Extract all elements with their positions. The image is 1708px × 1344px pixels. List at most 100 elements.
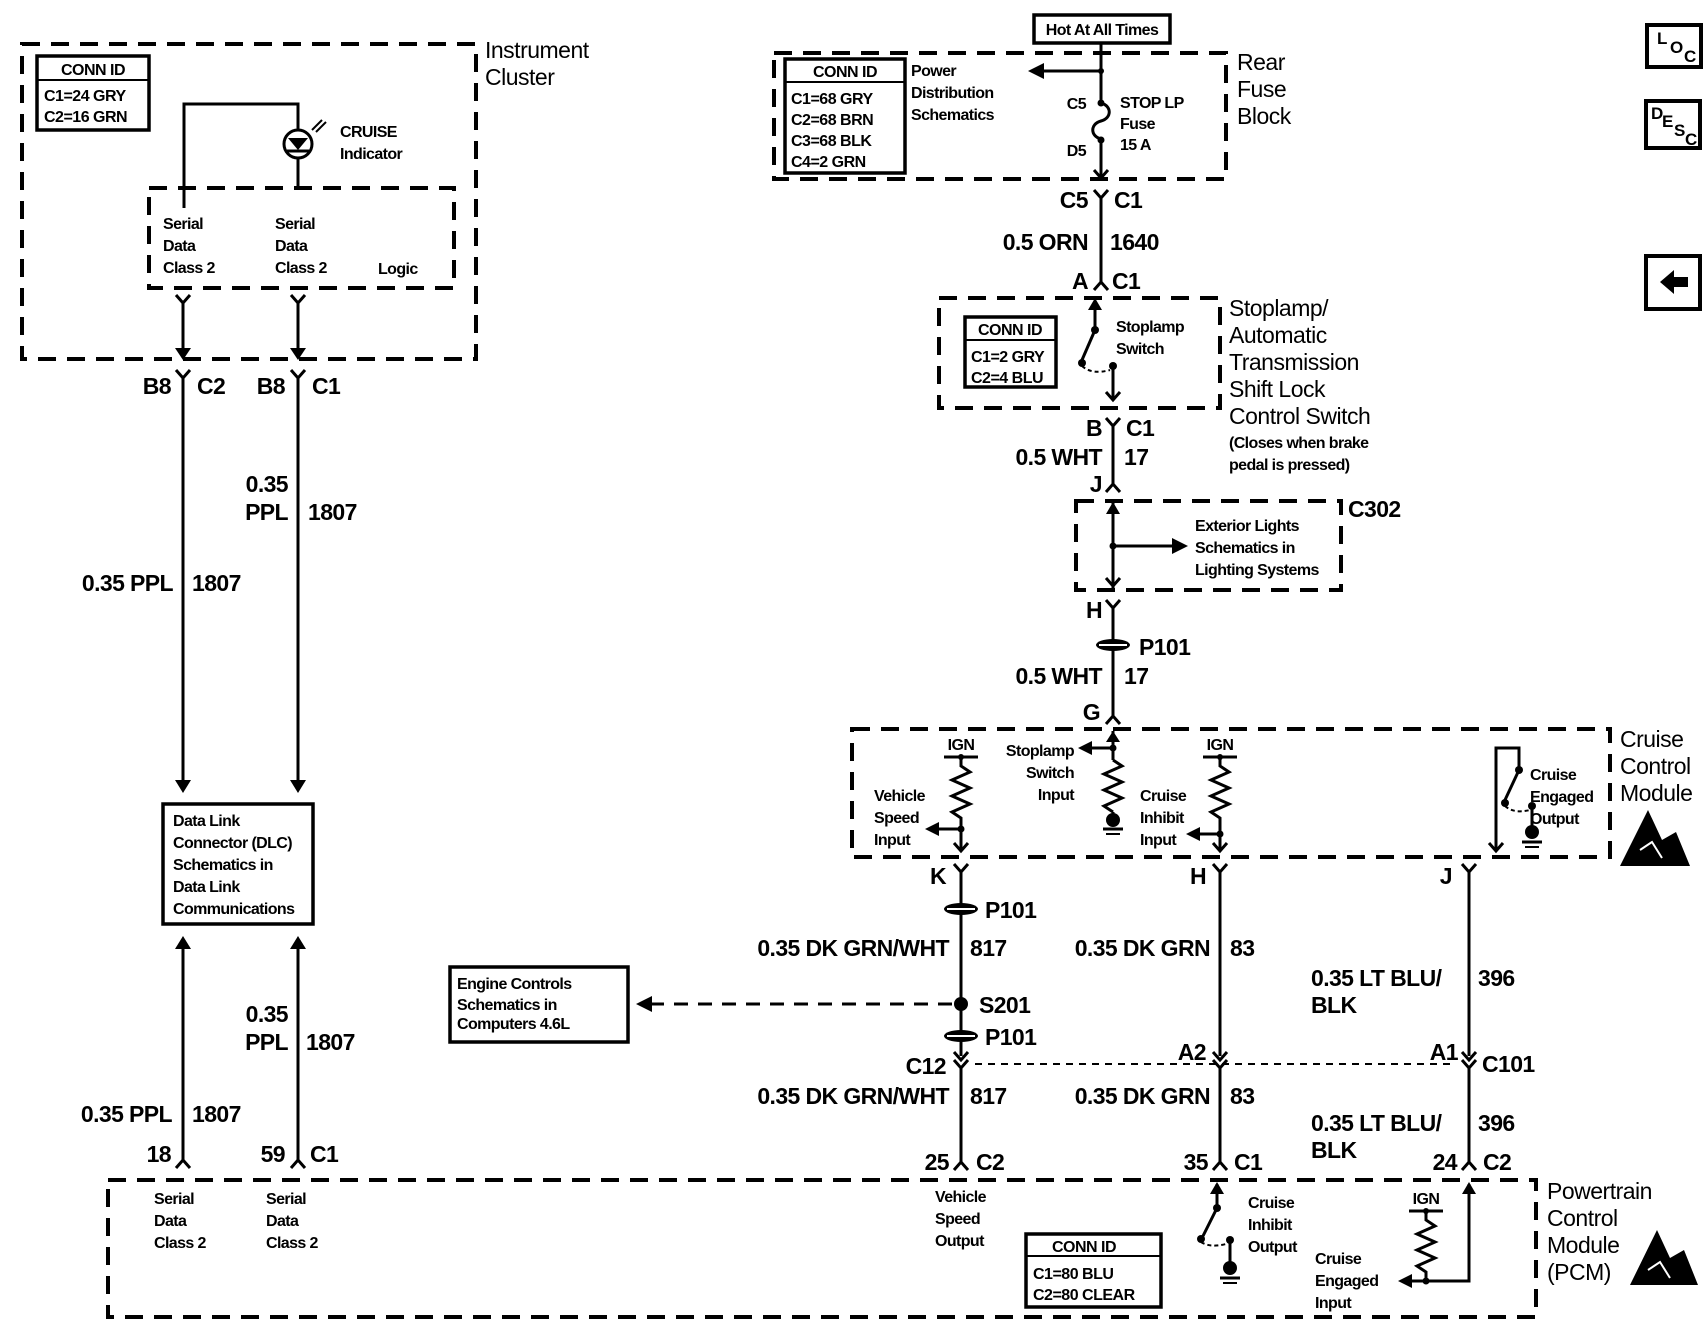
powertrain-control-module: Powertrain Control Module (PCM) Serial D… [106, 1178, 1698, 1319]
terminal-conn: C2 [197, 373, 225, 399]
c302-label: C302 [1348, 496, 1401, 522]
terminal-pin: 59 [261, 1141, 285, 1167]
wire-gauge-label: 0.35 [246, 1001, 289, 1027]
switch-icon [1501, 766, 1536, 826]
terminal-pin: A1 [1430, 1039, 1459, 1065]
wire-circuit-label: 1807 [192, 1101, 241, 1127]
loc-letter: L [1657, 29, 1668, 48]
wire-1807-left-upper [174, 369, 192, 790]
terminal-conn: C1 [312, 373, 341, 399]
wire-gauge-label: PPL [245, 1029, 288, 1055]
conn-id-row: C4=2 GRN [791, 154, 866, 171]
conn-id-header: CONN ID [61, 62, 125, 79]
arrow-left-icon [636, 996, 652, 1012]
cruise-inhibit-input-label: Inhibit [1140, 810, 1185, 827]
instrument-cluster-title-1: Instrument [485, 37, 590, 63]
terminal-pin: H [1190, 863, 1206, 889]
vehicle-speed-output-label: Speed [935, 1211, 980, 1228]
logic-input-label: Class 2 [275, 260, 328, 277]
conn-id-row: C2=16 GRN [44, 109, 127, 126]
ign-label: IGN [1207, 737, 1234, 754]
power-distribution-ref[interactable]: Schematics [911, 107, 995, 124]
exterior-lights-ref[interactable]: Schematics in [1195, 540, 1295, 557]
logic-input-label: Serial [163, 216, 203, 233]
stoplamp-switch-label: Stoplamp [1116, 319, 1185, 336]
wire-gauge-label: 0.5 WHT [1015, 663, 1102, 689]
logic-label: Logic [378, 261, 418, 278]
conn-id-row: C1=24 GRY [44, 88, 126, 105]
description-button[interactable]: D E S C [1644, 99, 1702, 150]
rear-fuse-block: Rear Fuse Block CONN ID C1=68 GRY C2=68 … [772, 43, 1292, 181]
wire-gauge-label: 0.35 LT BLU/ [1311, 1110, 1443, 1136]
wire-1807-right-lower [289, 940, 307, 1169]
exterior-lights-ref[interactable]: Exterior Lights [1195, 518, 1300, 535]
dlc-reference-box[interactable]: Data Link Connector (DLC) Schematics in … [161, 802, 315, 926]
arrow-left-icon [1398, 1274, 1412, 1288]
stoplamp-input-label: Stoplamp [1006, 743, 1075, 760]
cruise-inhibit-input-label: Cruise [1140, 788, 1187, 805]
wire-17-upper [1104, 417, 1122, 493]
ign-label: IGN [948, 737, 975, 754]
stoplamp-switch-note: (Closes when brake [1229, 435, 1369, 452]
terminal-conn: C1 [1126, 415, 1155, 441]
cruise-inhibit-output-label: Cruise [1248, 1195, 1295, 1212]
ground-icon [1522, 825, 1542, 848]
terminal-pin: J [1440, 863, 1452, 889]
cruise-module-title: Module [1620, 780, 1692, 806]
dlc-line: Schematics in [173, 857, 273, 874]
wire-circuit-label: 1640 [1110, 229, 1159, 255]
logic-input-label: Class 2 [163, 260, 216, 277]
cruise-inhibit-input-label: Input [1140, 832, 1177, 849]
wire-gauge-label: 0.5 ORN [1003, 229, 1088, 255]
wire-396 [1460, 863, 1478, 1056]
conn-id-row: C3=68 BLK [791, 133, 872, 150]
wire-gauge-label: 0.35 DK GRN/WHT [757, 1083, 949, 1109]
wire-1807-left-lower [174, 940, 192, 1169]
terminal-pin: 35 [1184, 1149, 1209, 1175]
vehicle-speed-output-label: Vehicle [935, 1189, 987, 1206]
c101-label: C101 [1482, 1051, 1535, 1077]
power-distribution-ref[interactable]: Distribution [911, 85, 994, 102]
ground-icon [1220, 1261, 1240, 1284]
wire-1807-right-upper [289, 369, 307, 790]
dlc-line: Data Link [173, 813, 240, 830]
pcm-title: (PCM) [1547, 1259, 1611, 1285]
desc-letter: S [1674, 121, 1686, 140]
ground-icon [1103, 812, 1123, 835]
fuse-pin-label: D5 [1067, 143, 1087, 160]
conn-id-header: CONN ID [1052, 1239, 1116, 1256]
terminal-pin: C5 [1060, 187, 1089, 213]
vehicle-speed-output-label: Output [935, 1233, 985, 1250]
terminal-pin: K [930, 863, 947, 889]
engine-controls-reference-box[interactable]: Engine Controls Schematics in Computers … [448, 965, 630, 1044]
terminal-conn: C1 [1112, 268, 1141, 294]
stoplamp-switch-title: Control Switch [1229, 403, 1370, 429]
resistor-icon [948, 757, 974, 851]
engine-controls-line: Schematics in [457, 997, 557, 1014]
power-distribution-ref[interactable]: Power [911, 63, 957, 80]
wire-circuit-label: 1807 [306, 1029, 355, 1055]
desc-letter: E [1662, 112, 1674, 131]
dlc-line: Data Link [173, 879, 240, 896]
fuse-pin-label: C5 [1067, 96, 1087, 113]
resistor-icon [1413, 1211, 1439, 1281]
logic-input-label: Data [163, 238, 196, 255]
p101-label: P101 [985, 1024, 1037, 1050]
engaged-input-wire [1410, 1184, 1471, 1283]
cruise-indicator-label: CRUISE [340, 124, 398, 141]
cruise-engaged-input-label: Input [1315, 1295, 1352, 1312]
cruise-control-module-boundary [850, 727, 1612, 859]
conn-id-header: CONN ID [978, 322, 1042, 339]
terminal-pin: 18 [147, 1141, 172, 1167]
conn-id-row: C1=68 GRY [791, 91, 873, 108]
wire-17-lower [1104, 599, 1122, 725]
location-button[interactable]: L O C [1645, 23, 1703, 69]
exterior-lights-ref[interactable]: Lighting Systems [1195, 562, 1320, 579]
logic-input-label: Serial [275, 216, 315, 233]
back-button[interactable] [1644, 254, 1702, 311]
conn-id-row: C1=2 GRY [971, 349, 1045, 366]
wire-gauge-label: 0.35 [246, 471, 289, 497]
conn-id-row: C2=80 CLEAR [1033, 1287, 1136, 1304]
rear-fuse-block-title: Fuse [1237, 76, 1286, 102]
conn-id-row: C2=4 BLU [971, 370, 1043, 387]
